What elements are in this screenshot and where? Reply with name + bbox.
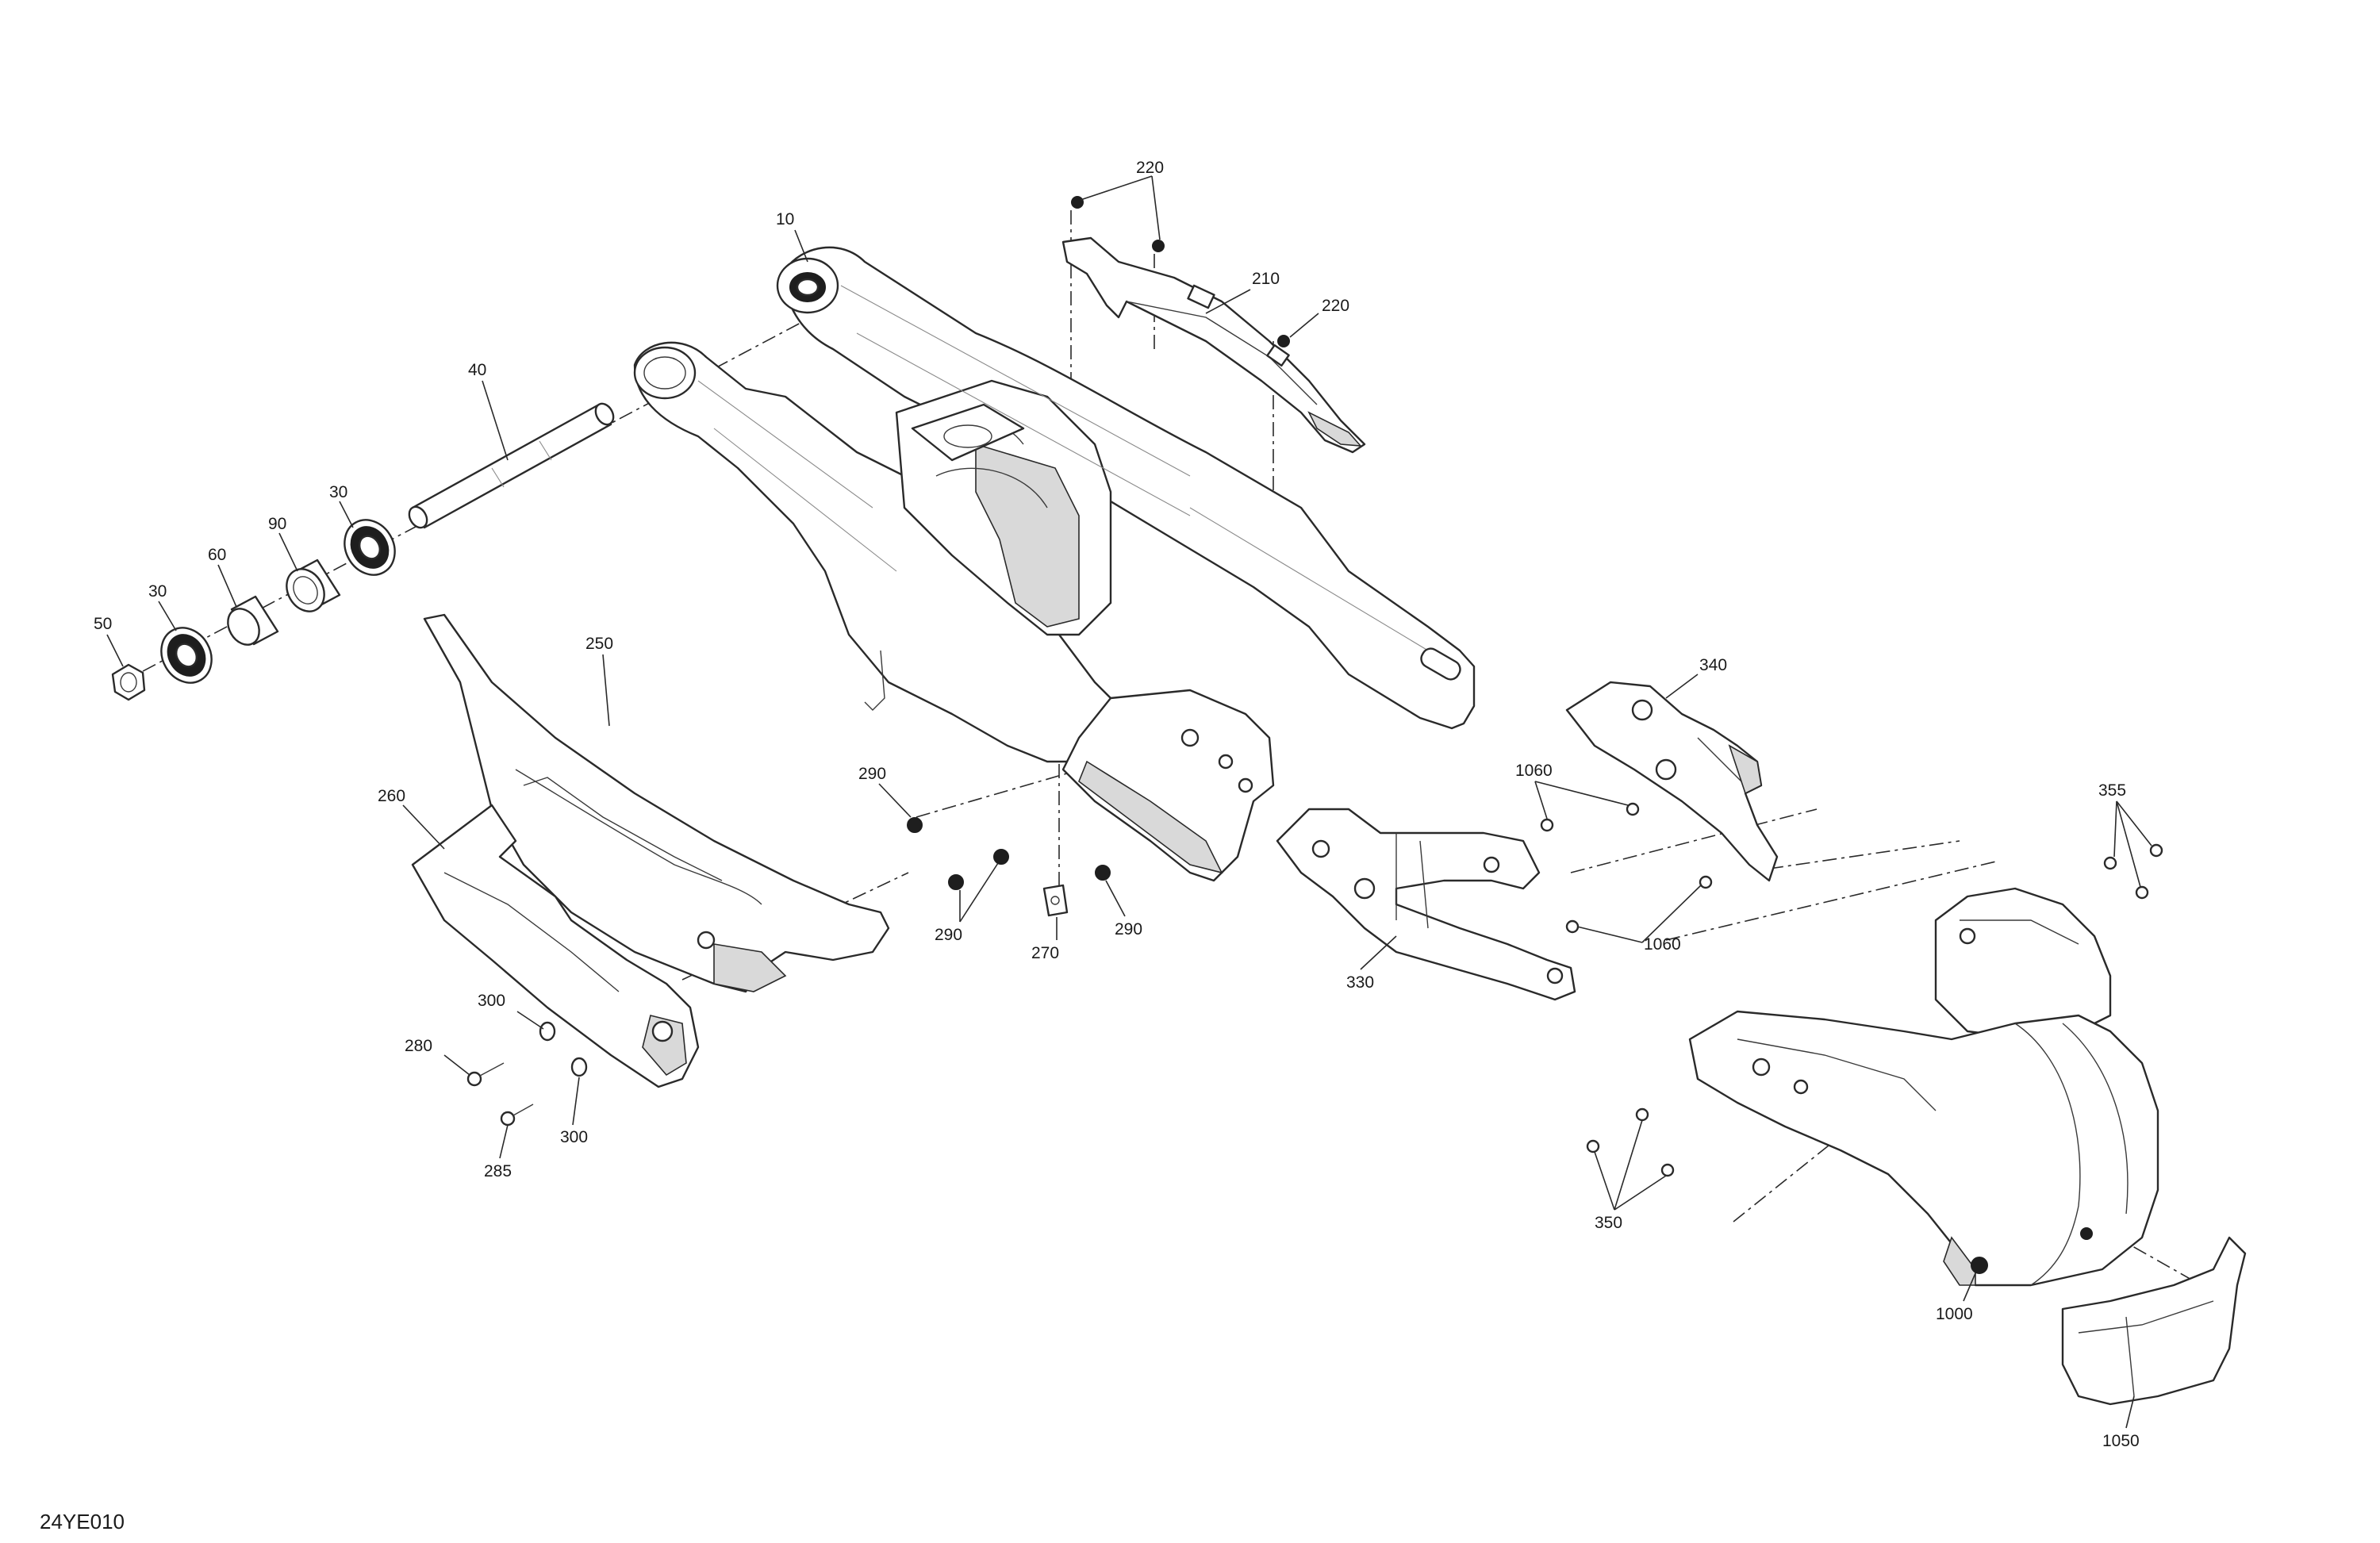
callout-285: 285	[484, 1162, 512, 1180]
bearing-30-upper	[344, 519, 396, 576]
callout-290-left: 290	[935, 926, 962, 944]
screw-285	[500, 1104, 534, 1127]
callout-60: 60	[208, 546, 226, 564]
callout-350: 350	[1595, 1214, 1622, 1232]
plate-340	[1565, 681, 1779, 882]
callout-40: 40	[468, 361, 486, 379]
callout-30-upper: 30	[329, 483, 347, 501]
screw-220	[1071, 196, 1290, 347]
screw-1060	[1540, 802, 1713, 934]
bearing-30-lower	[160, 627, 213, 684]
callout-220-top: 220	[1136, 159, 1164, 177]
chain-cover-250	[423, 613, 890, 993]
leader-lines	[106, 175, 2152, 1429]
callout-1060-top: 1060	[1515, 762, 1553, 780]
callout-260: 260	[378, 787, 405, 805]
callout-290-top: 290	[858, 765, 886, 783]
callout-90: 90	[268, 515, 286, 533]
washer-300	[539, 1021, 588, 1077]
diagram-id-label: 24YE010	[40, 1510, 125, 1533]
callout-210: 210	[1252, 270, 1280, 288]
callout-50: 50	[94, 615, 112, 633]
pivot-shaft-40	[408, 402, 615, 529]
callout-300-lower: 300	[560, 1128, 588, 1146]
screw-355	[2103, 843, 2163, 900]
callout-labels: 10 220 210 220 40 30 90 60 30 50 250 260…	[94, 159, 2140, 1450]
callout-290-right: 290	[1115, 920, 1142, 938]
callout-340: 340	[1699, 656, 1727, 674]
callout-1050: 1050	[2102, 1432, 2140, 1450]
callout-280: 280	[405, 1037, 432, 1055]
nut-290	[907, 817, 1111, 890]
bushing-60	[227, 595, 279, 646]
clip-nut-270	[1042, 884, 1069, 917]
bracket-330	[1276, 808, 1576, 1001]
screw-280	[466, 1062, 505, 1087]
mudflap-1050	[2061, 1236, 2247, 1406]
callout-270: 270	[1031, 944, 1059, 962]
nut-50	[111, 663, 146, 701]
callout-30-lower: 30	[148, 582, 167, 601]
callout-10: 10	[776, 210, 794, 228]
lower-guard-260	[411, 804, 700, 1088]
callout-1060-bottom: 1060	[1644, 935, 1681, 954]
chain-guide-210	[1061, 236, 1366, 454]
spacer-90	[286, 558, 341, 612]
callout-355: 355	[2098, 781, 2126, 800]
rear-fender-1000	[1586, 887, 2159, 1287]
callout-330: 330	[1346, 973, 1374, 992]
callout-250: 250	[585, 635, 613, 653]
callout-220-right: 220	[1322, 297, 1349, 315]
callout-1000: 1000	[1936, 1305, 1973, 1323]
callout-300-upper: 300	[478, 992, 505, 1010]
swing-arm-10	[633, 246, 1476, 882]
